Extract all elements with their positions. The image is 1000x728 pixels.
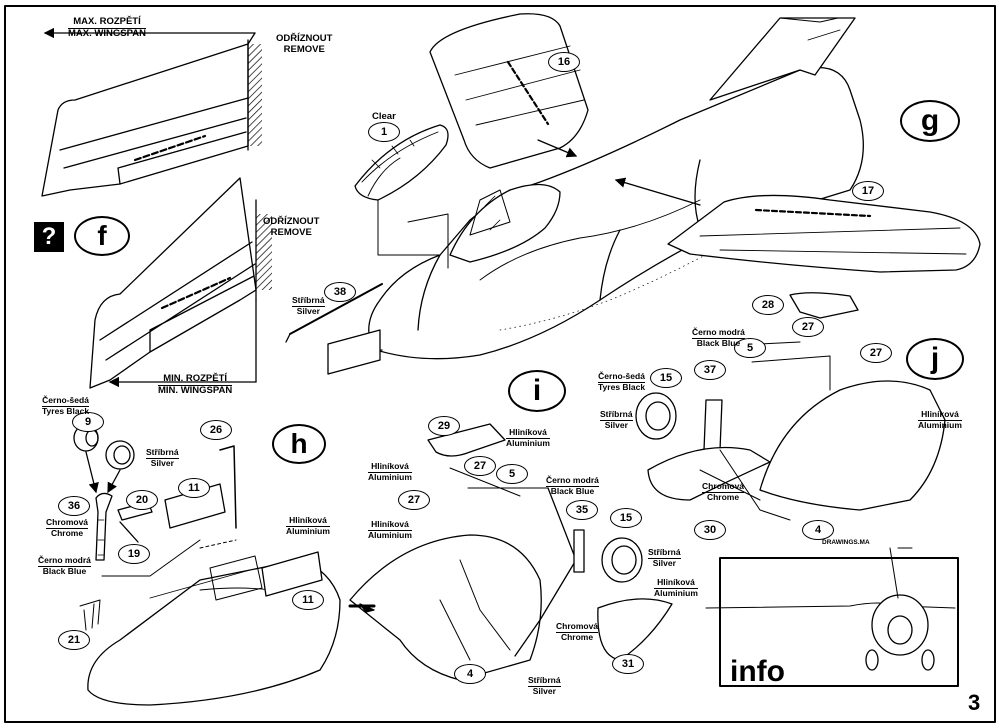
- section-j-badge: j: [906, 338, 964, 380]
- part-number-15-i: 15: [610, 508, 642, 528]
- section-i-badge: i: [508, 370, 566, 412]
- part-number-31: 31: [612, 654, 644, 674]
- info-label: info: [730, 655, 785, 688]
- section-g-badge: g: [900, 100, 960, 142]
- part-number-4-i: 4: [454, 664, 486, 684]
- fuselage-main: [368, 66, 864, 360]
- part-number-17: 17: [852, 181, 884, 201]
- part-number-5-j: 5: [734, 338, 766, 358]
- wing-min-span: [89, 177, 272, 389]
- wing-max-span: [41, 27, 262, 197]
- canopy-part: [354, 124, 449, 201]
- part-number-19: 19: [118, 544, 150, 564]
- nose-assembly-h: [79, 445, 341, 706]
- part-number-27-i2: 27: [398, 490, 430, 510]
- part-number-20: 20: [126, 490, 158, 510]
- part-number-16: 16: [548, 52, 580, 72]
- clear-label: Clear: [372, 111, 396, 122]
- part-number-27-j1: 27: [792, 317, 824, 337]
- part-number-27-i1: 27: [464, 456, 496, 476]
- clear-panel-part-38: [285, 283, 383, 375]
- part-number-11-h2: 11: [292, 590, 324, 610]
- part-number-27-j2: 27: [860, 343, 892, 363]
- part-number-21: 21: [58, 630, 90, 650]
- part-number-9: 9: [72, 412, 104, 432]
- part-number-29: 29: [428, 416, 460, 436]
- info-box: [705, 547, 959, 687]
- part-number-26: 26: [200, 420, 232, 440]
- section-h-badge: h: [272, 424, 326, 464]
- part-number-36: 36: [58, 496, 90, 516]
- part-number-4-j: 4: [802, 520, 834, 540]
- tail-fin: [709, 17, 856, 101]
- question-mark-icon: ?: [34, 222, 64, 252]
- wing-part-16: [429, 13, 589, 169]
- page-number: 3: [968, 690, 981, 715]
- cockpit: [449, 183, 561, 263]
- wing-part-17: [667, 194, 981, 273]
- part-number-11-h1: 11: [178, 478, 210, 498]
- part-number-38: 38: [324, 282, 356, 302]
- part-number-5-i: 5: [496, 464, 528, 484]
- section-f-badge: f: [74, 216, 130, 256]
- main-gear-j: [635, 292, 946, 521]
- drawing-credit: DRAWINGS.MA: [822, 539, 870, 546]
- part-number-37: 37: [694, 360, 726, 380]
- part-number-30: 30: [694, 520, 726, 540]
- part-number-35: 35: [566, 500, 598, 520]
- main-gear-i: [349, 423, 673, 681]
- part-number-28: 28: [752, 295, 784, 315]
- part-number-1: 1: [368, 122, 400, 142]
- part-number-15-j: 15: [650, 368, 682, 388]
